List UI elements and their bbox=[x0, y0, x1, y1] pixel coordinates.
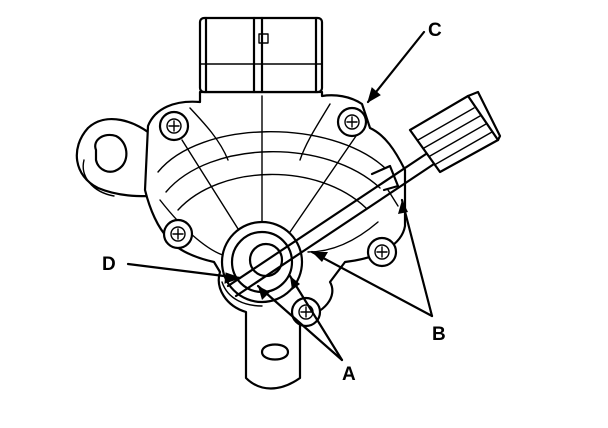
callout-c-leader bbox=[366, 30, 426, 104]
shaft-boss bbox=[220, 220, 304, 307]
electrical-connector bbox=[198, 16, 324, 94]
callout-label-c: C bbox=[428, 20, 442, 41]
callout-b-leaders bbox=[310, 198, 434, 318]
left-mounting-ear bbox=[75, 118, 162, 198]
callout-label-d: D bbox=[102, 254, 116, 275]
callout-label-b: B bbox=[432, 324, 446, 345]
alignment-pin-tool bbox=[226, 90, 502, 298]
bolt-lower-left bbox=[162, 218, 194, 250]
bolt-lower-right bbox=[366, 236, 398, 268]
bolt-upper-left bbox=[158, 110, 190, 142]
callout-label-a: A bbox=[342, 364, 356, 385]
bolt-bottom bbox=[290, 296, 322, 328]
bottom-mounting-tab bbox=[260, 343, 290, 361]
bolt-upper-right bbox=[336, 106, 368, 138]
callout-d-leader bbox=[126, 262, 242, 284]
callout-a-leaders bbox=[256, 274, 344, 362]
